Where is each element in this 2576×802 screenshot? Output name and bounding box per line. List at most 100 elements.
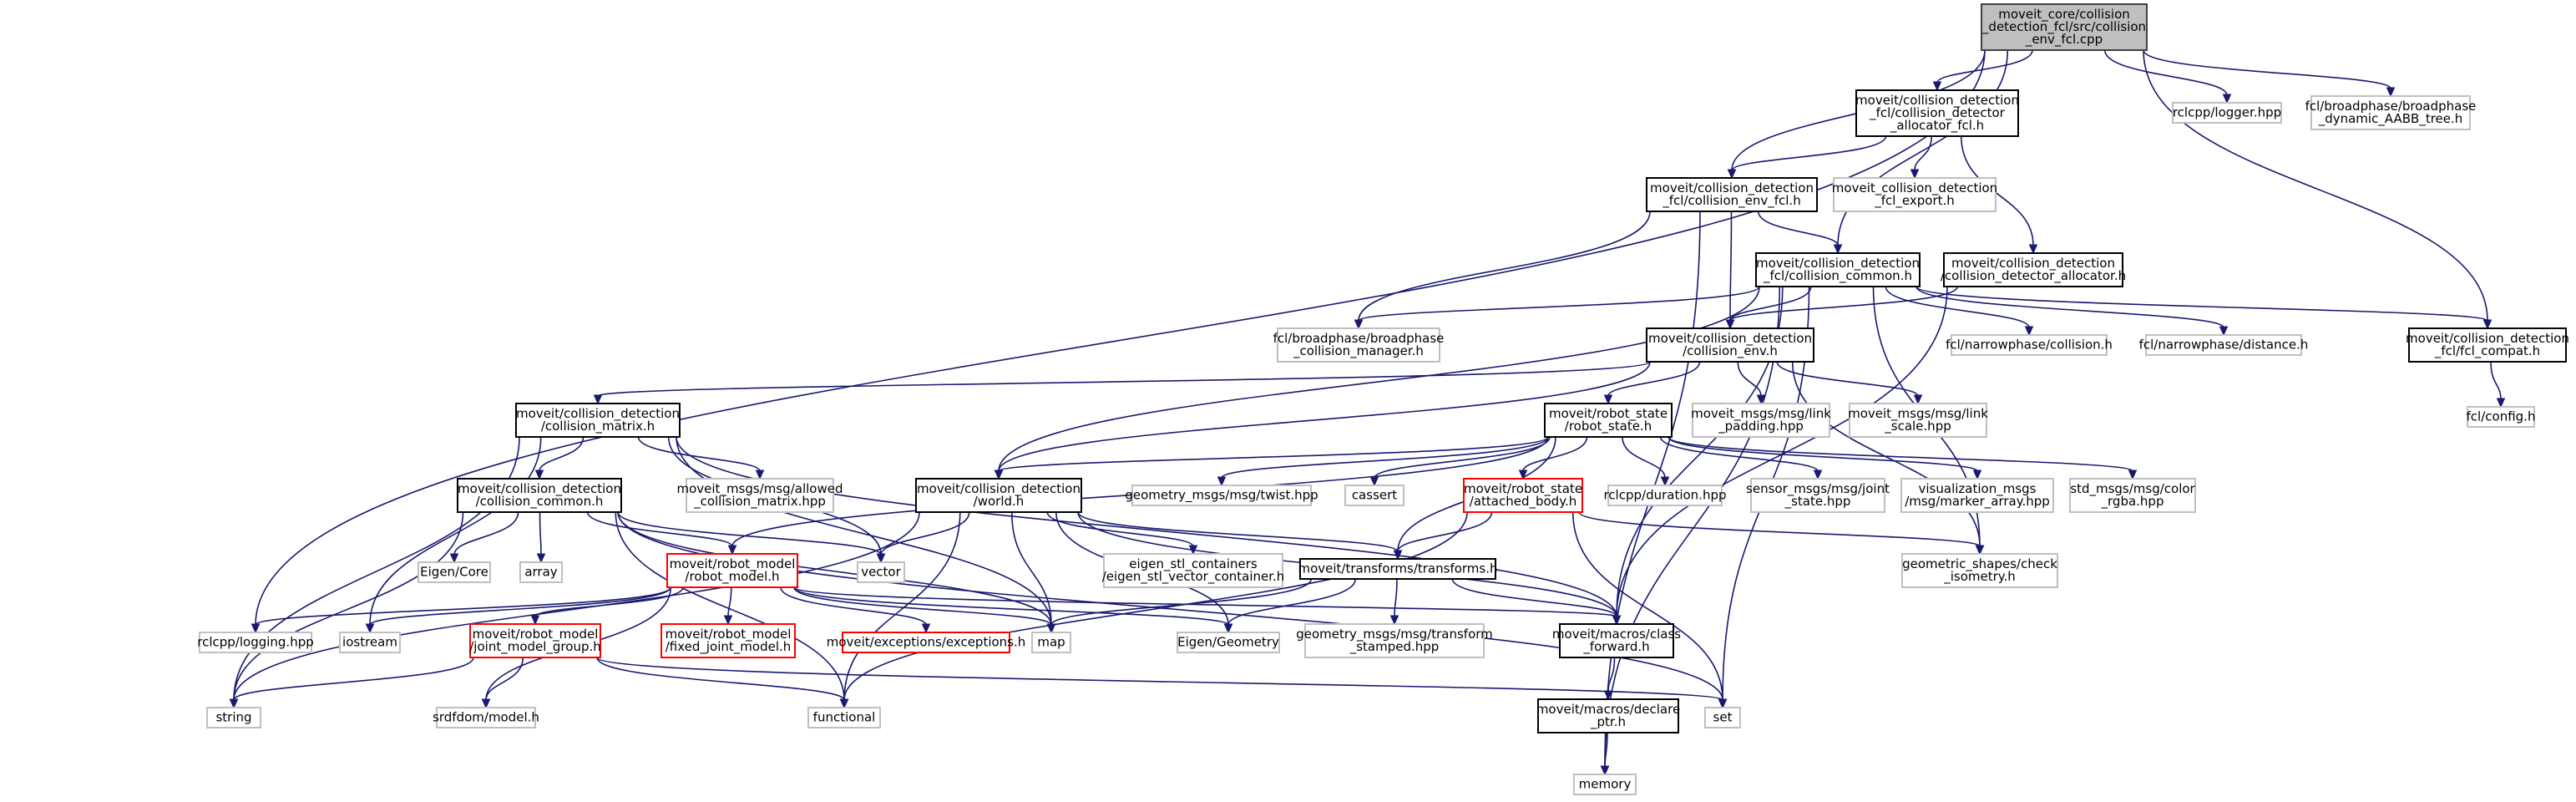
node-fixed-joint-model[interactable]: moveit/robot_model/fixed_joint_model.h xyxy=(660,623,796,658)
node-box xyxy=(1943,252,2123,287)
arrowhead xyxy=(536,553,546,564)
arrowhead xyxy=(2028,244,2038,255)
edge-env_fcl_h-to-common_fcl xyxy=(1757,211,1843,255)
edge-root-to-rclcpp_logger xyxy=(2103,49,2232,104)
node-label-line: cassert xyxy=(1352,488,1397,503)
arrowhead xyxy=(1833,244,1843,255)
node-box xyxy=(2408,327,2567,363)
node-box xyxy=(1704,707,1741,728)
node-label-line: moveit/collision_detection xyxy=(1650,180,1814,196)
arrowhead xyxy=(1910,169,1920,180)
node-label-line: geometry_msgs/msg/transform xyxy=(1296,627,1493,642)
node-box xyxy=(1951,334,2108,356)
node-eigen-stl: eigen_stl_containers/eigen_stl_vector_co… xyxy=(1102,553,1284,588)
node-env-fcl-h[interactable]: moveit/collision_detection_fcl/collision… xyxy=(1646,177,1818,212)
node-fcl-aabb: fcl/broadphase/broadphase_dynamic_AABB_t… xyxy=(2305,95,2476,130)
node-box xyxy=(457,478,622,513)
node-label-line: /msg/marker_array.hpp xyxy=(1905,494,2050,510)
arrowhead xyxy=(1223,623,1233,634)
node-box xyxy=(2172,102,2282,124)
arrowhead xyxy=(1725,319,1735,330)
node-label-line: srdfdom/model.h xyxy=(433,710,539,725)
node-label-line: std_msgs/msg/color xyxy=(2070,481,2195,497)
node-label-line: moveit/robot_model xyxy=(670,556,796,572)
node-robot-model-h[interactable]: moveit/robot_model/robot_model.h xyxy=(666,553,798,588)
node-label-line: /robot_model.h xyxy=(685,569,779,585)
node-label-line: _isometry.h xyxy=(1943,569,2016,585)
arrowhead xyxy=(1600,765,1610,776)
edge-world_h-to-vector xyxy=(876,511,970,564)
node-common-h[interactable]: moveit/collision_detection/collision_com… xyxy=(457,478,622,513)
arrowhead xyxy=(921,623,931,634)
edge-world_h-to-map xyxy=(1010,511,1056,634)
edge-robot_model_h-to-fixed_joint_model xyxy=(723,586,733,626)
node-label-line: moveit/collision_detection xyxy=(516,406,680,422)
graph-nodes: moveit_core/collision_detection_fcl/src/… xyxy=(197,3,2569,795)
node-root[interactable]: moveit_core/collision_detection_fcl/src/… xyxy=(1981,3,2148,51)
node-common-fcl[interactable]: moveit/collision_detection_fcl/collision… xyxy=(1755,252,1921,287)
node-transforms-h[interactable]: moveit/transforms/transforms.h xyxy=(1298,558,1498,580)
edge-robot_state_h-to-color_rgba xyxy=(1668,436,2138,480)
node-twist: geometry_msgs/msg/twist.hpp xyxy=(1125,485,1318,506)
node-transform-stamped: geometry_msgs/msg/transform_stamped.hpp xyxy=(1296,623,1493,658)
arrowhead xyxy=(2128,470,2138,480)
node-world-h[interactable]: moveit/collision_detection/world.h xyxy=(915,478,1082,513)
node-declare-ptr[interactable]: moveit/macros/declare_ptr.h xyxy=(1536,698,1680,733)
node-label-line: Eigen/Core xyxy=(420,565,488,580)
node-box xyxy=(1559,623,1674,658)
edge-robot_state_h-to-attached_body xyxy=(1518,436,1588,480)
node-joint-model-group[interactable]: moveit/robot_model/joint_model_group.h xyxy=(469,623,601,658)
edge-fcl_compat-to-fcl_config xyxy=(2490,361,2506,409)
node-box xyxy=(857,561,905,583)
node-label-line: moveit/collision_detection xyxy=(2406,331,2569,347)
edge-common_h-to-eigen_core xyxy=(449,511,519,564)
node-box xyxy=(206,707,261,728)
node-detector-allocator[interactable]: moveit/collision_detection/collision_det… xyxy=(1941,252,2126,287)
arrowhead xyxy=(449,553,459,564)
arrowhead xyxy=(1518,470,1528,480)
node-box xyxy=(1103,553,1283,588)
edge-robot_state_h-to-rclcpp_duration xyxy=(1622,436,1670,487)
node-box xyxy=(1544,403,1673,438)
node-box xyxy=(1900,478,2054,513)
node-box xyxy=(1131,485,1312,506)
node-box xyxy=(1177,632,1280,653)
node-label-line: iostream xyxy=(342,635,397,650)
node-allocator-fcl[interactable]: moveit/collision_detection_fcl/collision… xyxy=(1855,89,2019,137)
arrowhead xyxy=(534,470,544,480)
node-box xyxy=(2145,334,2302,356)
node-box xyxy=(660,623,796,658)
arrowhead xyxy=(1756,394,1766,405)
node-box xyxy=(2069,478,2196,513)
node-exceptions-h[interactable]: moveit/exceptions/exceptions.h xyxy=(827,632,1026,653)
node-cassert: cassert xyxy=(1344,485,1404,506)
node-label-line: vector xyxy=(861,565,901,580)
node-attached-body[interactable]: moveit/robot_state/attached_body.h xyxy=(1463,478,1583,513)
edge-joint_model_group-to-functional xyxy=(596,657,849,709)
arrowhead xyxy=(2496,398,2506,409)
node-box xyxy=(1855,89,2019,137)
node-label-line: _dynamic_AABB_tree.h xyxy=(2318,111,2463,127)
arrowhead xyxy=(876,553,886,564)
node-rclcpp-logging: rclcpp/logging.hpp xyxy=(197,632,314,653)
node-label-line: _allocator_fcl.h xyxy=(1890,118,1984,134)
node-collision-matrix[interactable]: moveit/collision_detection/collision_mat… xyxy=(515,403,681,438)
edge-collision_env-to-link_scale xyxy=(1776,361,1923,405)
node-label-line: _forward.h xyxy=(1582,639,1649,655)
arrowhead xyxy=(1972,470,1982,480)
node-label-line: /joint_model_group.h xyxy=(469,639,601,655)
node-robot-state-h[interactable]: moveit/robot_state/robot_state.h xyxy=(1544,403,1673,438)
node-marker-array: visualization_msgs/msg/marker_array.hpp xyxy=(1900,478,2054,513)
node-class-forward[interactable]: moveit/macros/class_forward.h xyxy=(1552,623,1681,658)
node-label-line: moveit/collision_detection xyxy=(1951,256,2115,272)
edge-allocator_fcl-to-detector_allocator xyxy=(1960,135,2038,255)
edge-world_h-to-transforms_h xyxy=(1077,511,1403,561)
node-collision-env[interactable]: moveit/collision_detection/collision_env… xyxy=(1646,327,1814,363)
edge-robot_model_h-to-iostream xyxy=(365,586,671,634)
node-label-line: _fcl/collision_common.h xyxy=(1763,268,1912,284)
edge-joint_model_group-to-string xyxy=(229,657,474,709)
node-label-line: rclcpp/logger.hpp xyxy=(2173,105,2281,120)
node-fcl-compat[interactable]: moveit/collision_detection_fcl/fcl_compa… xyxy=(2406,327,2569,363)
arrowhead xyxy=(593,394,603,405)
node-color-rgba: std_msgs/msg/color_rgba.hpp xyxy=(2069,478,2196,513)
